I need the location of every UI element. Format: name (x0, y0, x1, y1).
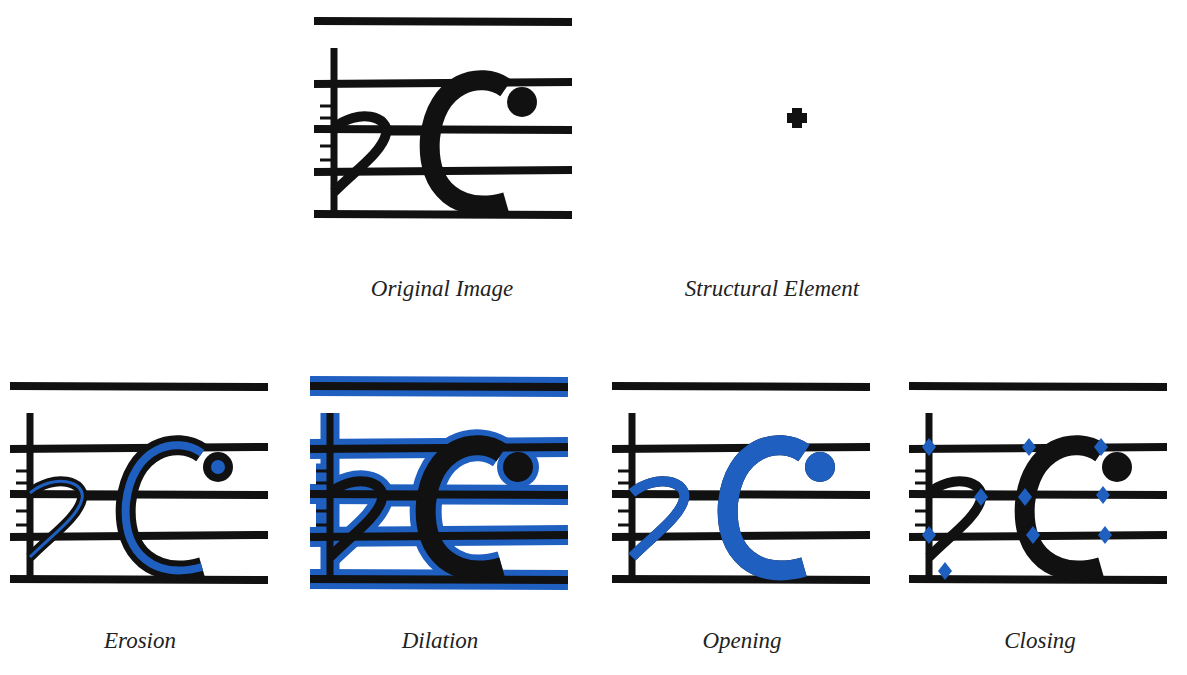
panel-caption: Closing (1004, 628, 1076, 654)
panel-caption: Erosion (104, 628, 176, 654)
music-figure (612, 386, 870, 580)
music-figure (310, 386, 568, 580)
panel-caption: Original Image (371, 276, 513, 302)
panel-caption: Structural Element (685, 276, 859, 302)
panel-caption: Opening (702, 628, 781, 654)
structural-element (787, 108, 807, 128)
music-figure (909, 386, 1167, 580)
music-figure (10, 386, 268, 580)
panel-caption: Dilation (402, 628, 479, 654)
music-figure (314, 21, 572, 215)
